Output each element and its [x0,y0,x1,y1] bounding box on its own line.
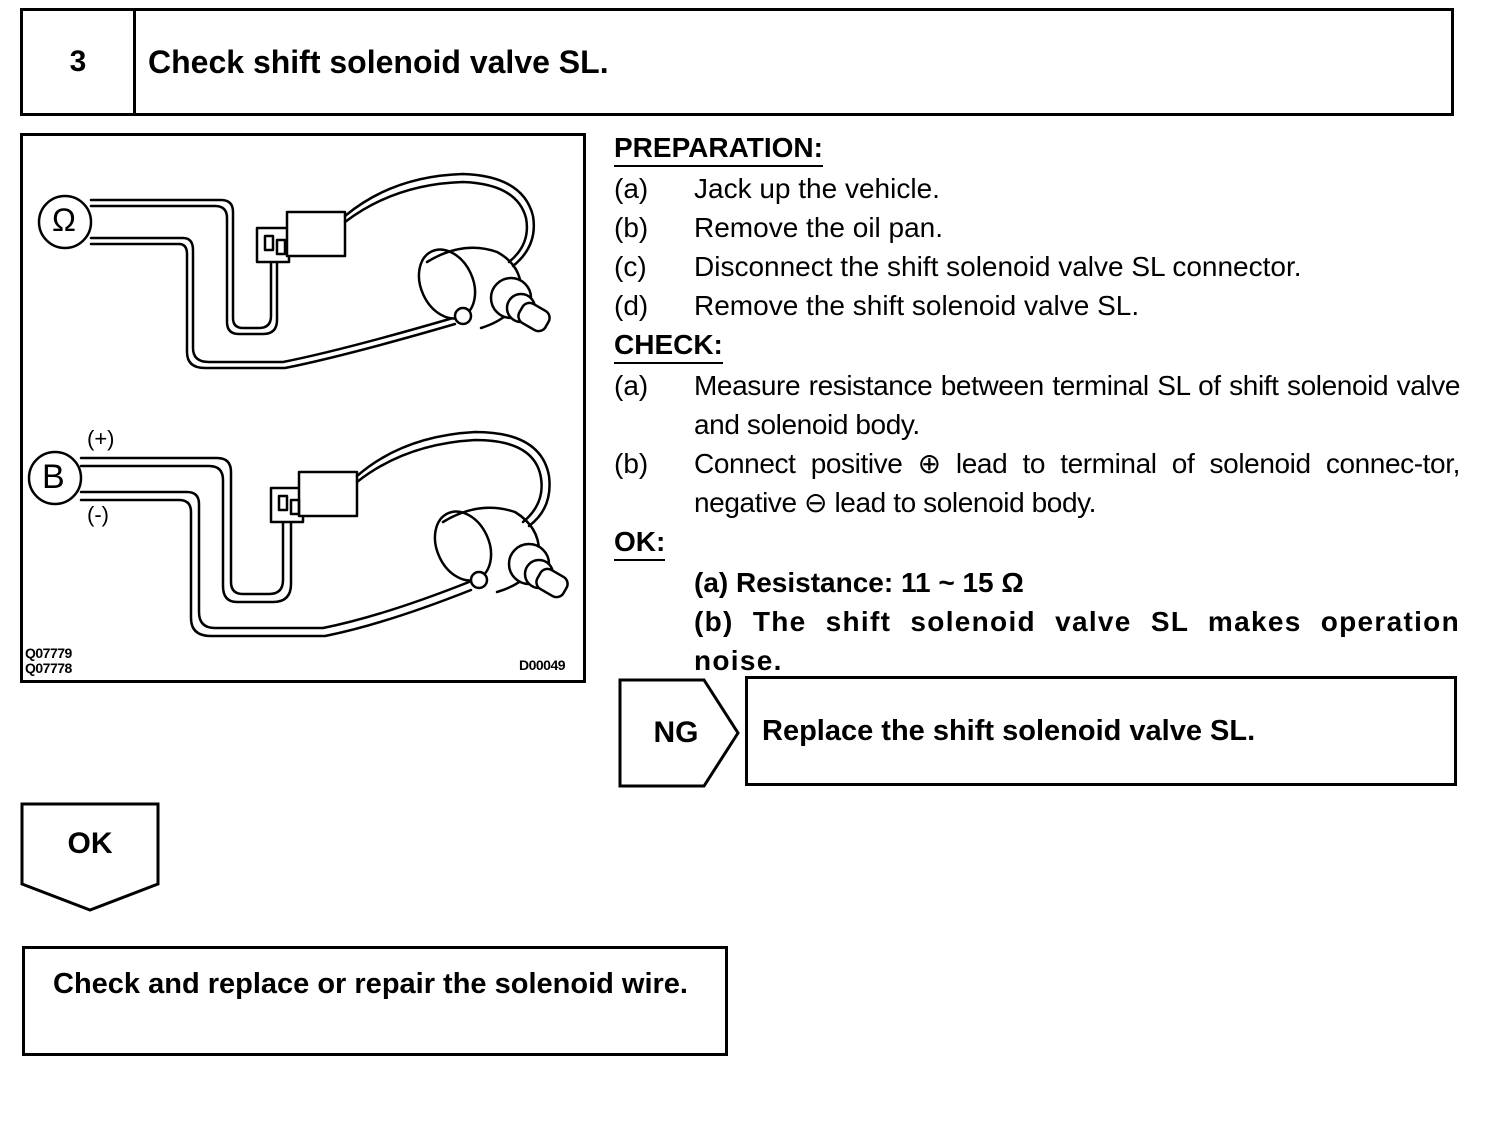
procedure-text: PREPARATION: (a) Jack up the vehicle. (b… [614,128,1460,680]
item-letter: (b) [614,212,649,243]
battery-circle [27,450,83,506]
item-text: Disconnect the shift solenoid valve SL c… [694,251,1302,282]
item-letter: (a) [614,173,649,204]
list-item: (d) Remove the shift solenoid valve SL. [614,286,1460,325]
battery-lead-minus [79,490,471,630]
plus-symbol-icon: ⊕ [917,448,941,479]
item-text: Jack up the vehicle. [694,173,940,204]
minus-label: (-) [87,502,109,527]
check-heading: CHECK: [614,328,723,364]
figure-code-2: Q07778 [25,660,72,676]
battery-symbol: B [42,458,65,496]
figure-code-1: Q07779 [25,645,72,661]
item-text-part: lead to solenoid body. [827,487,1097,518]
item-text: Remove the oil pan. [694,212,944,243]
item-text: Measure resistance between terminal SL o… [694,370,1460,440]
item-letter: (a) [614,370,649,401]
figure-code-right: D00049 [519,657,566,673]
item-letter: (c) [614,251,647,282]
solenoid-bottom [433,510,493,582]
ng-label: NG [653,716,699,749]
battery-lead-plus [79,456,285,596]
step-number: 3 [23,11,136,113]
ng-result-box: Replace the shift solenoid valve SL. [745,676,1457,786]
step-title: Check shift solenoid valve SL. [148,43,609,80]
list-item: (a) Jack up the vehicle. [614,169,1460,208]
ohmmeter-circle [37,194,93,250]
ng-arrow-box [618,678,740,788]
list-item: (b) Remove the oil pan. [614,208,1460,247]
item-text: Connect positive ⊕ lead to terminal of s… [694,444,1460,522]
item-letter: (b) [614,448,649,479]
list-item: (c) Disconnect the shift solenoid valve … [614,247,1460,286]
ok-criterion-a: (a) Resistance: 11 ~ 15 Ω [694,567,1024,598]
preparation-heading: PREPARATION: [614,131,823,167]
ok-result-box: Check and replace or repair the solenoid… [22,946,728,1056]
ohm-symbol: Ω [52,202,76,238]
ng-result-text: Replace the shift solenoid valve SL. [762,714,1256,747]
ok-label: OK [67,827,113,860]
ok-criterion-b: (b) The shift solenoid valve SL makes op… [694,606,1460,676]
ok-arrow-box [20,802,160,912]
ok-heading: OK: [614,525,666,561]
ohm-lead-1 [89,204,279,336]
ok-result-text: Check and replace or repair the solenoid… [53,968,688,1000]
ohm-lead-1b [89,236,455,364]
item-text: Remove the shift solenoid valve SL. [694,290,1140,321]
item-letter: (d) [614,290,649,321]
minus-symbol-icon: ⊖ [804,487,828,518]
item-text-part: lead to terminal of solenoid connec-tor,… [694,448,1460,518]
cable-top [343,172,536,268]
plus-label: (+) [87,426,115,451]
solenoid-diagram [27,172,569,638]
item-text-part: Connect positive [694,448,918,479]
step-header: 3 Check shift solenoid valve SL. [20,8,1454,116]
solenoid-illustration: Ω B (+) (-) Q07779 Q07778 D00049 [20,133,586,683]
list-item: (b) Connect positive ⊕ lead to terminal … [614,444,1460,522]
list-item: (a) Measure resistance between terminal … [614,366,1460,444]
